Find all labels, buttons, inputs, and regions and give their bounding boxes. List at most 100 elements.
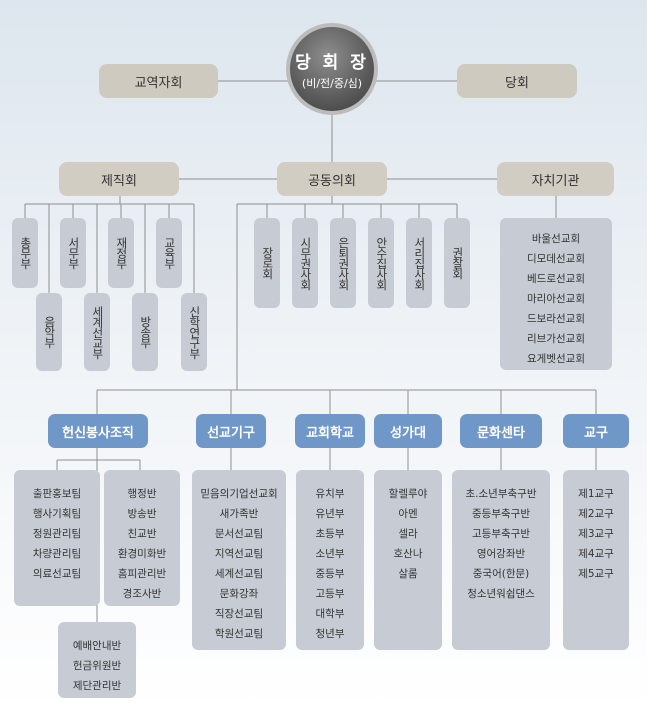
list-item: 중등부축구반: [472, 508, 530, 520]
dept-label: 방송부: [138, 316, 153, 348]
list-choir: 할렐루야 아멘 셀라 호산나 살롬: [374, 470, 442, 650]
list-item: 정원관리팀: [32, 528, 82, 540]
list-item: 호산나: [393, 548, 423, 560]
group-label: 권찰회: [450, 247, 465, 279]
list-item: 제5교구: [578, 568, 614, 580]
list-item: 드보라선교회: [527, 313, 585, 325]
list-item: 소년부: [315, 548, 345, 560]
list-item: 리브가선교회: [527, 333, 585, 345]
list-item: 셀라: [398, 528, 418, 540]
list-item: 영어강좌반: [476, 548, 526, 560]
group-seorijipsa: 서리집사회: [406, 218, 432, 308]
dept-label: 음악부: [42, 316, 57, 348]
list-item: 새가족반: [219, 508, 259, 520]
list-item: 출판홍보팀: [32, 488, 82, 500]
center-title: 당 회 장: [295, 52, 369, 73]
list-item: 제4교구: [578, 548, 614, 560]
node-gongdong: 공동의회: [277, 162, 387, 196]
node-danghoe: 당회: [457, 64, 577, 98]
list-item: 중국어(한문): [472, 568, 530, 580]
dept-eumak: 음악부: [36, 293, 62, 371]
dept-sinhak: 신학연구부: [181, 293, 207, 371]
node-jejikhoe: 제직회: [59, 162, 179, 196]
list-item: 차량관리팀: [32, 548, 82, 560]
dept-label: 총무부: [18, 237, 33, 269]
dept-jaejeong: 재정부: [108, 218, 134, 288]
list-item: 요게벳선교회: [527, 353, 585, 365]
list-heonsin-worship: 예배안내반 헌금위원반 제단관리반: [58, 622, 136, 698]
dept-segyeseongyo: 세계선교부: [84, 293, 110, 371]
list-item: 고등부축구반: [472, 528, 530, 540]
group-simugwonsa: 시무권사회: [292, 218, 318, 308]
list-item: 제2교구: [578, 508, 614, 520]
list-item: 마리아선교회: [527, 293, 585, 305]
dept-bangsong: 방송부: [132, 293, 158, 371]
dept-label: 교육부: [162, 237, 177, 269]
list-item: 청년부: [315, 628, 345, 640]
list-item: 행정반: [127, 488, 157, 500]
list-gyogu: 제1교구 제2교구 제3교구 제4교구 제5교구: [563, 470, 629, 650]
list-item: 문화강좌: [219, 588, 259, 600]
list-item: 바울선교회: [531, 233, 581, 245]
list-item: 제단관리반: [72, 680, 122, 692]
list-item: 문서선교팀: [214, 528, 264, 540]
list-seongyo: 믿음의기업선교회 새가족반 문서선교팀 지역선교팀 세계선교팀 문화강좌 직장선…: [192, 470, 286, 650]
group-label: 은퇴권사회: [336, 236, 351, 290]
node-gyoyeokja: 교역자회: [99, 64, 218, 98]
list-jachi: 바울선교회 디모데선교회 베드로선교회 마리아선교회 드보라선교회 리브가선교회…: [500, 218, 612, 370]
node-jachi: 자치기관: [497, 162, 614, 196]
group-label: 안수집사회: [374, 236, 389, 290]
group-eunteogwonsa: 은퇴권사회: [330, 218, 356, 308]
list-item: 직장선교팀: [214, 608, 264, 620]
head-culture: 문화센타: [460, 414, 542, 448]
list-item: 예배안내반: [72, 640, 122, 652]
group-jangro: 장로회: [254, 218, 280, 308]
dept-chongmu: 총무부: [12, 218, 38, 288]
list-item: 초등부: [315, 528, 345, 540]
list-item: 제1교구: [578, 488, 614, 500]
group-label: 시무권사회: [298, 236, 313, 290]
list-item: 지역선교팀: [214, 548, 264, 560]
head-gyogu: 교구: [563, 414, 629, 448]
list-item: 홈피관리반: [117, 568, 167, 580]
group-label: 장로회: [260, 247, 275, 279]
dept-label: 재정부: [114, 237, 129, 269]
group-label: 서리집사회: [412, 236, 427, 290]
group-gwonchal: 권찰회: [444, 218, 470, 308]
list-item: 친교반: [127, 528, 157, 540]
dept-seomu: 서무부: [60, 218, 86, 288]
list-item: 방송반: [127, 508, 157, 520]
list-item: 유치부: [315, 488, 345, 500]
head-choir: 성가대: [374, 414, 442, 448]
head-seongyo: 선교기구: [196, 414, 266, 448]
list-item: 의료선교팀: [32, 568, 82, 580]
list-item: 초.소년부축구반: [465, 488, 537, 500]
dept-gyoyuk: 교육부: [156, 218, 182, 288]
list-item: 환경미화반: [117, 548, 167, 560]
list-item: 살롬: [398, 568, 418, 580]
dept-label: 신학연구부: [187, 305, 202, 359]
list-item: 아멘: [398, 508, 418, 520]
node-center-chair: 당 회 장 (비/전/중/심): [286, 23, 378, 115]
list-item: 행사기획팀: [32, 508, 82, 520]
list-item: 중등부: [315, 568, 345, 580]
list-item: 대학부: [315, 608, 345, 620]
list-heonsin-classes: 행정반 방송반 친교반 환경미화반 홈피관리반 경조사반: [104, 470, 180, 606]
dept-label: 세계선교부: [90, 305, 105, 359]
list-item: 믿음의기업선교회: [200, 488, 278, 500]
list-heonsin-teams: 출판홍보팀 행사기획팀 정원관리팀 차량관리팀 의료선교팀: [14, 470, 100, 606]
dept-label: 서무부: [66, 237, 81, 269]
center-subtitle: (비/전/중/심): [301, 76, 363, 90]
list-item: 세계선교팀: [214, 568, 264, 580]
list-item: 학원선교팀: [214, 628, 264, 640]
list-item: 유년부: [315, 508, 345, 520]
head-heonsin: 헌신봉사조직: [48, 414, 148, 448]
list-item: 헌금위원반: [72, 660, 122, 672]
list-item: 청소년워쉽댄스: [467, 588, 535, 600]
list-item: 베드로선교회: [527, 273, 585, 285]
list-item: 할렐루야: [388, 488, 428, 500]
list-item: 고등부: [315, 588, 345, 600]
list-item: 경조사반: [122, 588, 162, 600]
list-school: 유치부 유년부 초등부 소년부 중등부 고등부 대학부 청년부: [296, 470, 364, 650]
list-item: 디모데선교회: [527, 253, 585, 265]
